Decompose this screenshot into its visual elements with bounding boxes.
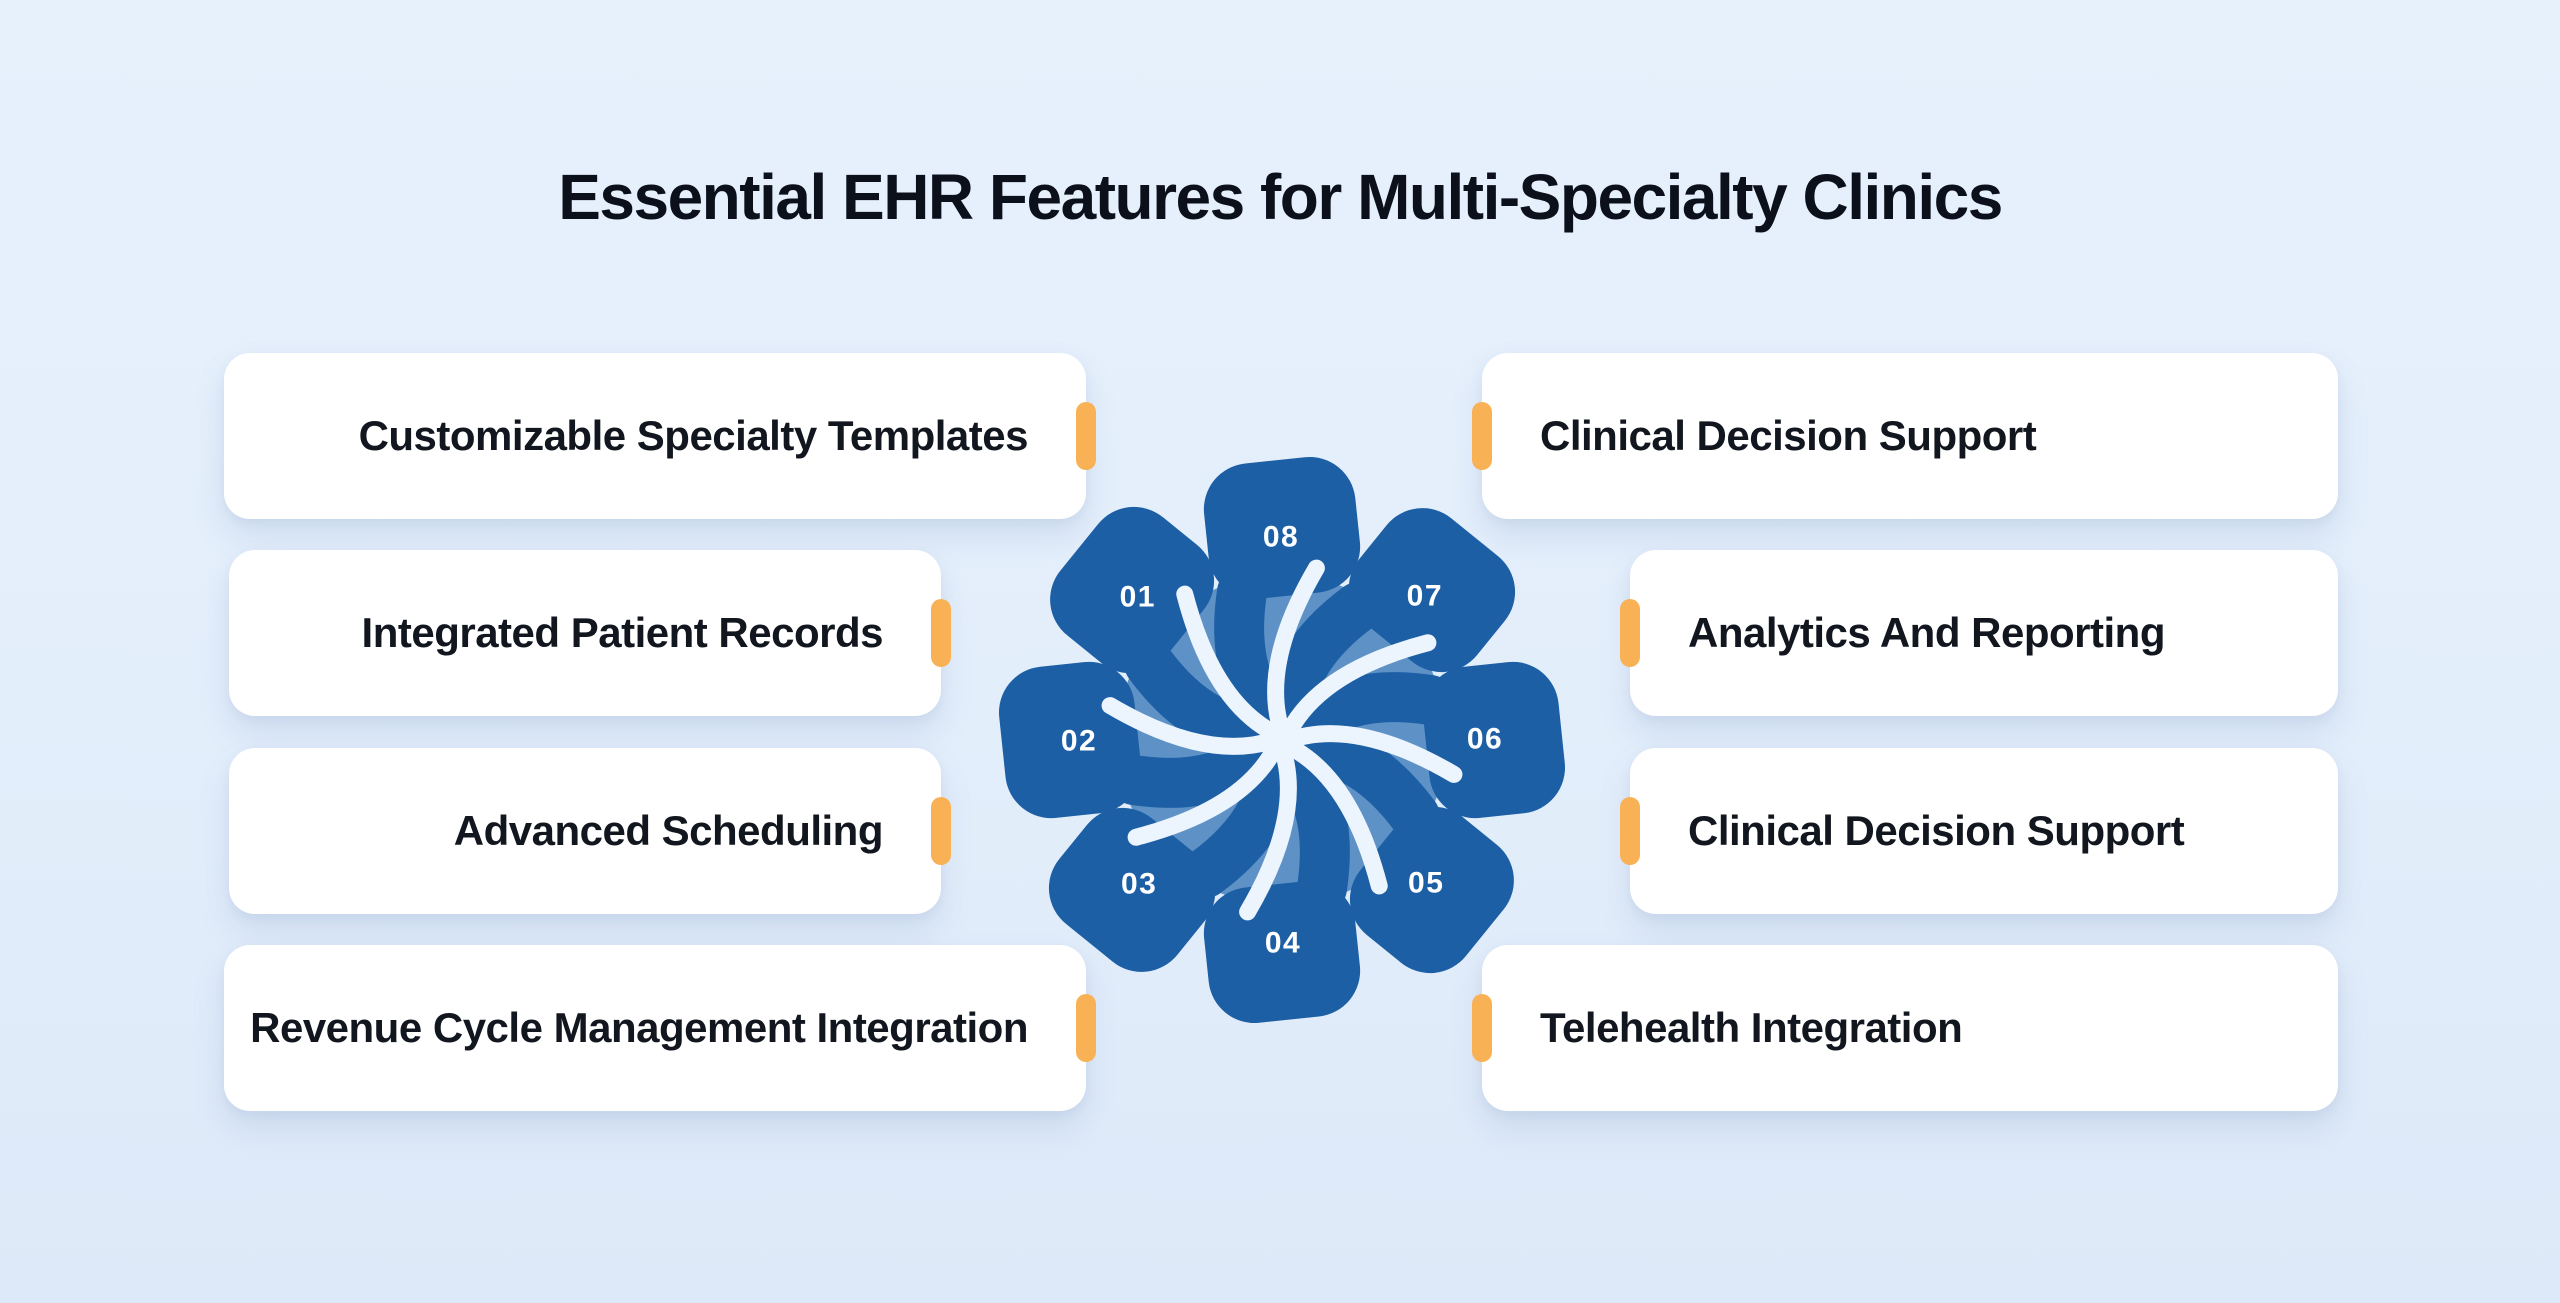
feature-card-label: Analytics And Reporting xyxy=(1688,609,2165,656)
feature-card-label: Integrated Patient Records xyxy=(361,609,884,656)
accent-pill xyxy=(1076,994,1096,1062)
accent-pill xyxy=(1472,402,1492,470)
accent-pill xyxy=(1076,402,1096,470)
feature-card-label: Telehealth Integration xyxy=(1540,1004,1963,1051)
petal-blob xyxy=(1048,807,1216,972)
petal-blob xyxy=(1348,508,1516,673)
feature-card-customizable-specialty-templates: Customizable Specialty Templates xyxy=(224,353,1096,519)
feature-card-label: Clinical Decision Support xyxy=(1688,807,2185,854)
flower-slit xyxy=(1101,697,1287,755)
feature-card-clinical-decision-support-1: Clinical Decision Support xyxy=(1472,353,2338,519)
accent-pill xyxy=(931,797,951,865)
petal-number: 06 xyxy=(1467,723,1503,756)
feature-card-advanced-scheduling: Advanced Scheduling xyxy=(229,748,951,914)
ehr-flower-diagram: 01 02 03 04 05 06 07 08 xyxy=(982,440,1582,1040)
accent-pill xyxy=(1620,797,1640,865)
flower-hub xyxy=(1267,725,1297,755)
accent-pill xyxy=(931,599,951,667)
feature-card-analytics-and-reporting: Analytics And Reporting xyxy=(1620,550,2338,716)
petal-number: 03 xyxy=(1121,868,1157,901)
feature-card-revenue-cycle-management-integration: Revenue Cycle Management Integration xyxy=(224,945,1096,1111)
flower-slit xyxy=(1239,735,1297,921)
petal-number: 05 xyxy=(1408,866,1444,899)
feature-card-integrated-patient-records: Integrated Patient Records xyxy=(229,550,951,716)
feature-card-label: Revenue Cycle Management Integration xyxy=(250,1004,1028,1051)
ehr-flower-svg: 01 02 03 04 05 06 07 08 xyxy=(998,456,1566,1024)
flower-slit xyxy=(1176,585,1289,745)
accent-pill xyxy=(1472,994,1492,1062)
flower-slit xyxy=(1127,733,1287,846)
flower-slit xyxy=(1277,634,1437,747)
flower-slit xyxy=(1267,559,1325,745)
feature-card-label: Clinical Decision Support xyxy=(1540,412,2037,459)
petal-number: 02 xyxy=(1061,725,1097,758)
flower-slit xyxy=(1275,735,1388,895)
petal-blob xyxy=(1349,806,1514,974)
petal-number: 07 xyxy=(1407,579,1443,612)
accent-pill xyxy=(1620,599,1640,667)
feature-card-telehealth-integration: Telehealth Integration xyxy=(1472,945,2338,1111)
petal-number: 04 xyxy=(1265,927,1301,960)
petal-blob xyxy=(1050,506,1215,674)
feature-card-clinical-decision-support-2: Clinical Decision Support xyxy=(1620,748,2338,914)
petal-number: 01 xyxy=(1120,581,1156,614)
feature-card-label: Customizable Specialty Templates xyxy=(358,412,1029,459)
page-title: Essential EHR Features for Multi-Special… xyxy=(558,161,2003,233)
petal-number: 08 xyxy=(1263,521,1299,554)
flower-slit xyxy=(1277,725,1463,783)
feature-card-label: Advanced Scheduling xyxy=(453,807,884,854)
